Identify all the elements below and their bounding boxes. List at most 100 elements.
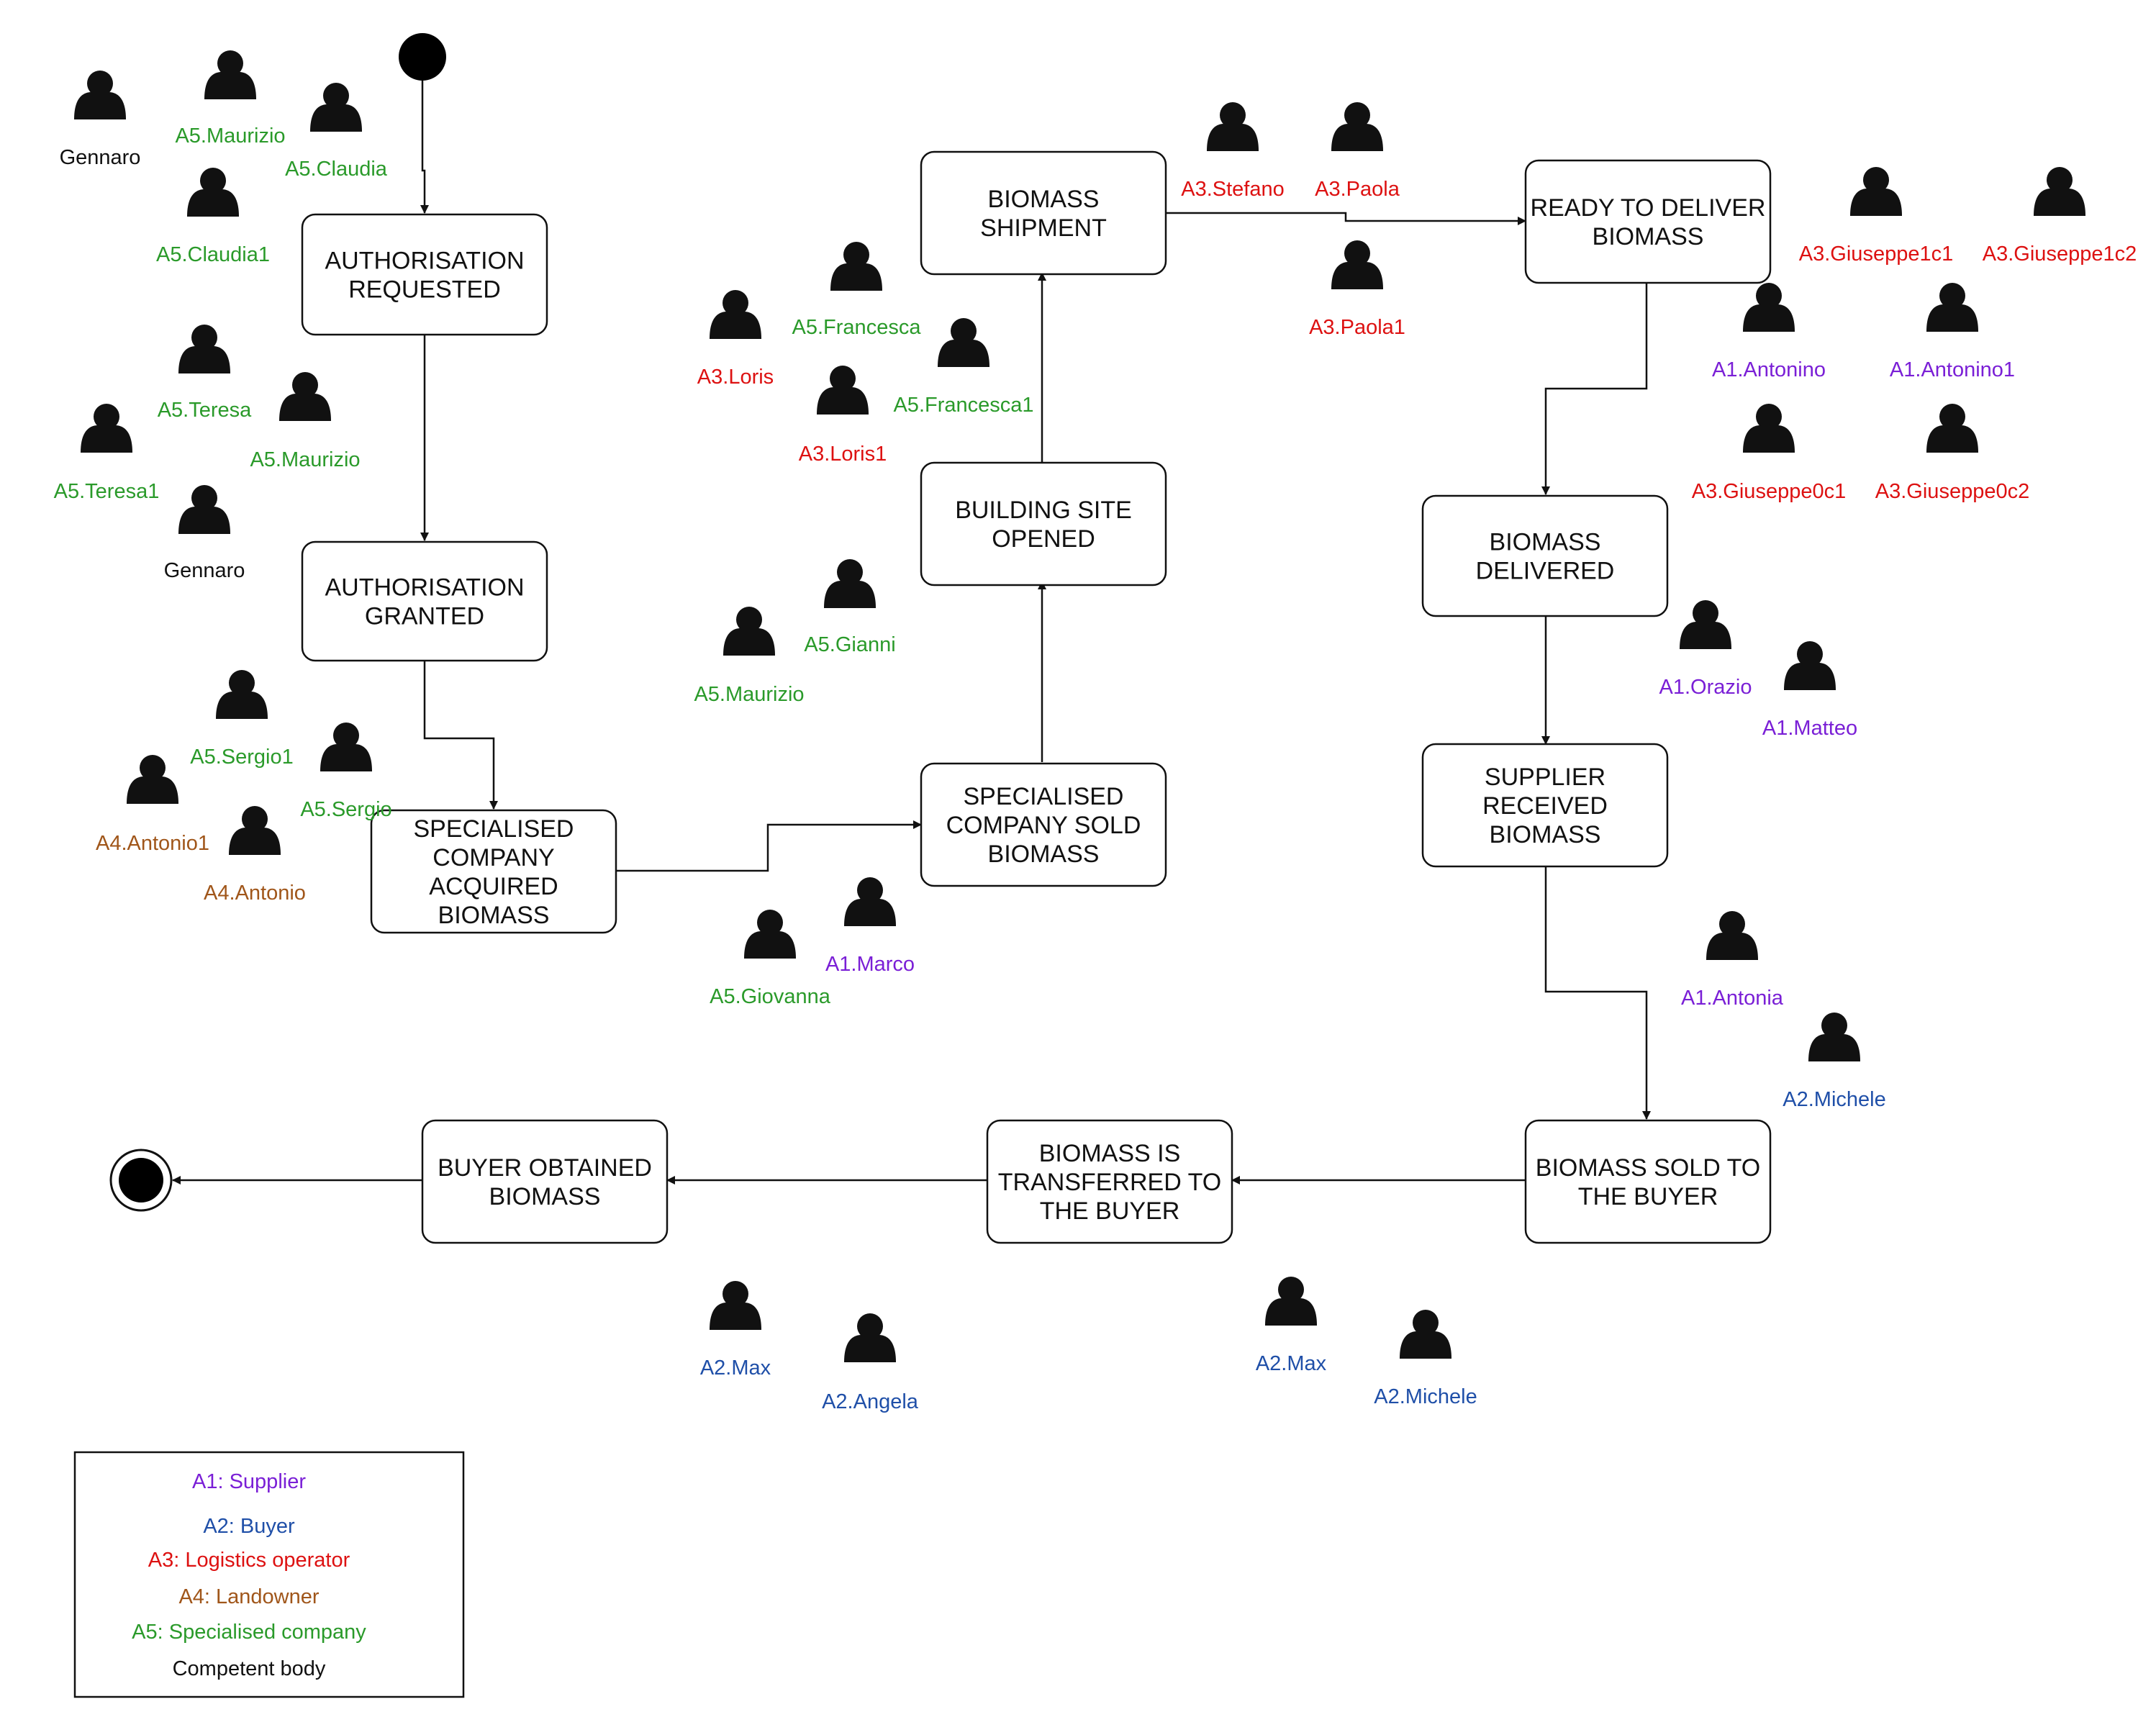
actor-a1-marco: A1.Marco [825,877,915,976]
person-icon [320,723,372,771]
actor-label: A2.Max [700,1357,771,1380]
person-icon [744,910,796,959]
actor-a3-loris: A3.Loris [697,290,774,389]
actor-label: A3.Giuseppe0c2 [1875,480,2029,503]
actor-a2-michele: A2.Michele [1783,1013,1886,1111]
person-icon [844,1313,896,1362]
actor-label: A3.Giuseppe1c1 [1799,243,1953,266]
actor-label: A2.Max [1256,1352,1327,1375]
actor-label: A1.Antonino [1712,358,1826,381]
person-icon [229,806,281,855]
state-label: COMPANY [432,844,554,871]
person-icon [723,607,775,656]
actor-a5-giovanna: A5.Giovanna [710,910,831,1008]
person-icon [1926,404,1978,453]
actor-label: A2.Michele [1374,1385,1477,1408]
actor-a3-giuseppe0c2: A3.Giuseppe0c2 [1875,404,2029,503]
actor-gennaro: Gennaro [60,71,141,169]
actor-a5-teresa1: A5.Teresa1 [54,404,159,503]
state-box [301,540,548,662]
state-box [920,150,1167,276]
actor-a3-paola: A3.Paola [1315,102,1400,201]
actor-a3-stefano: A3.Stefano [1181,102,1285,201]
person-icon [204,50,256,99]
actor-a1-orazio: A1.Orazio [1659,600,1752,699]
actor-label: A5.Claudia1 [156,243,270,266]
actor-label: Gennaro [60,146,141,169]
person-icon [1400,1310,1451,1359]
person-icon [1926,283,1978,332]
person-icon [178,325,230,373]
state-label: BIOMASS [1593,223,1704,250]
actor-a5-maurizio: A5.Maurizio [694,607,805,706]
actor-label: A5.Claudia [285,158,388,181]
actor-label: A5.Maurizio [250,448,360,471]
actor-label: A2.Michele [1783,1088,1885,1111]
state-label: BIOMASS [1490,821,1601,848]
person-icon [178,485,230,534]
actor-a5-maurizio: A5.Maurizio [175,50,286,148]
connectors [172,71,1651,1185]
legend-item-a1: A1: Supplier [192,1470,306,1493]
state-label: BIOMASS IS [1039,1140,1181,1167]
states: AUTHORISATIONREQUESTEDAUTHORISATIONGRANT… [301,150,1772,1244]
actor-a4-antonio: A4.Antonio [204,806,306,905]
state-label: BIOMASS [1490,529,1601,556]
actor-a5-sergio1: A5.Sergio1 [190,670,294,769]
actor-label: A5.Sergio [300,798,391,821]
legend-item-cb: Competent body [173,1657,326,1680]
person-icon [74,71,126,119]
initial-node [399,33,446,81]
state-box [920,461,1167,586]
state-label: AUTHORISATION [325,248,524,275]
state-label: COMPANY SOLD [946,812,1141,839]
state-box [1421,494,1669,617]
person-icon [1784,641,1836,690]
actor-a1-matteo: A1.Matteo [1762,641,1857,740]
actor-label: A5.Francesca [792,316,922,339]
actor-label: A4.Antonio [204,882,306,905]
actor-a3-giuseppe1c2: A3.Giuseppe1c2 [1983,167,2137,266]
actor-label: A5.Maurizio [175,124,285,148]
actor-a5-gianni: A5.Gianni [804,559,896,656]
actor-label: A1.Matteo [1762,717,1857,740]
actor-label: A3.Loris [697,366,774,389]
actor-label: A1.Antonia [1681,987,1784,1010]
actor-label: A2.Angela [822,1390,919,1413]
state-label: OPENED [992,525,1095,553]
state-label: RECEIVED [1482,792,1608,820]
person-icon [279,372,331,421]
person-icon [830,242,882,291]
person-icon [1207,102,1259,151]
state-box [301,213,548,336]
actor-a2-max: A2.Max [1256,1277,1327,1375]
state-label: GRANTED [365,603,484,630]
actor-label: A5.Gianni [804,633,895,656]
state-box [1524,1119,1772,1244]
actor-a5-maurizio: A5.Maurizio [250,372,361,471]
actor-label: A3.Loris1 [799,443,887,466]
actor-label: A5.Maurizio [694,683,804,706]
state-label: SHIPMENT [980,214,1107,242]
person-icon [844,877,896,926]
edge-ready-to-delivered [1541,283,1648,495]
actor-label: A5.Giovanna [710,985,831,1008]
person-icon [1265,1277,1317,1326]
person-icon [310,83,362,132]
actor-a3-giuseppe1c1: A3.Giuseppe1c1 [1799,167,1953,266]
actor-a5-francesca1: A5.Francesca1 [893,318,1034,417]
state-label: BIOMASS [438,902,550,929]
state-box [370,809,617,934]
person-icon [187,168,239,217]
actor-a1-antonia: A1.Antonia [1681,911,1784,1010]
actor-a5-teresa: A5.Teresa [158,325,252,422]
